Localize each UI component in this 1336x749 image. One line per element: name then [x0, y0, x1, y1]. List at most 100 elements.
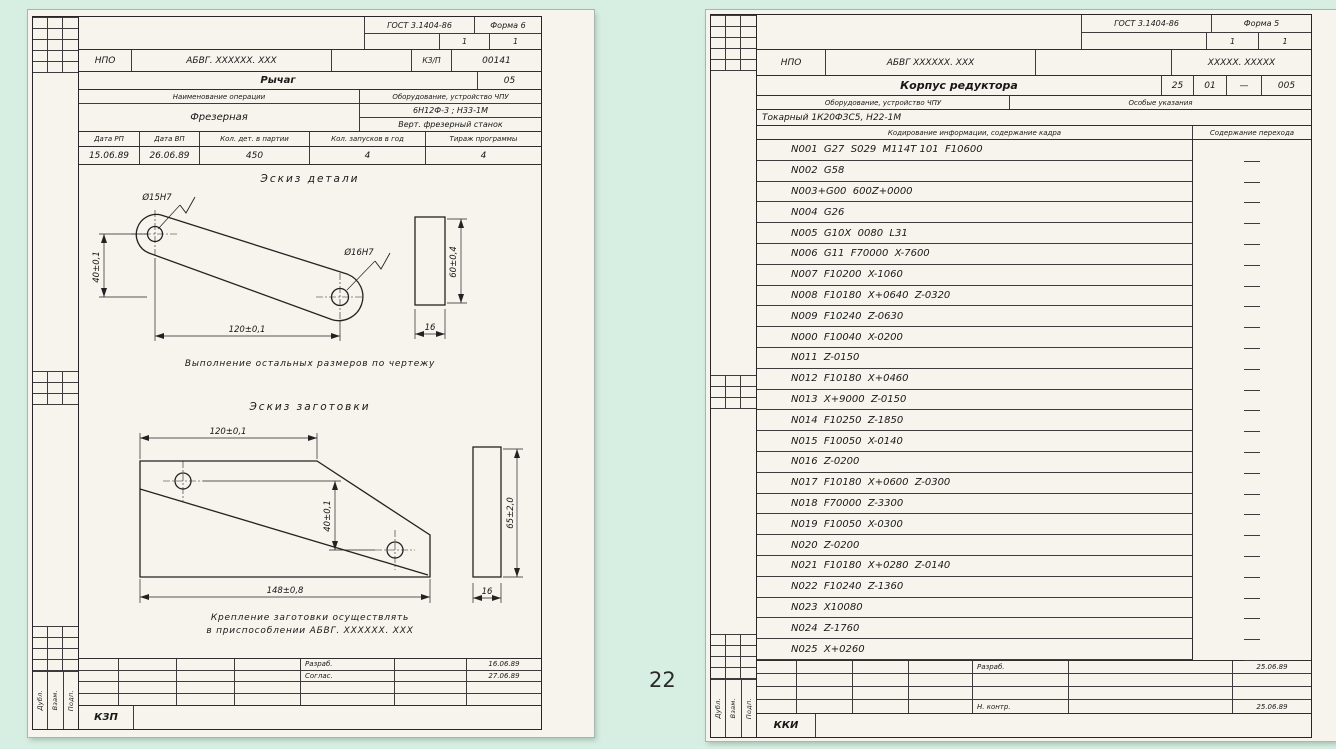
org-name: НПО — [94, 55, 116, 66]
program-line-text: N015 F10050 X-0140 — [757, 431, 1192, 452]
operation-number: 05 — [477, 72, 541, 89]
part-sketch-title: Эскиз детали — [260, 173, 360, 185]
transition-cell — [1192, 223, 1311, 245]
col-header-data-rp: Дата РП — [94, 135, 124, 143]
program-line-text: N001 G27 S029 M114T 101 F10600 — [757, 140, 1192, 161]
signature-date-2: 25.06.89 — [1256, 702, 1288, 711]
col-header-batch-qty: Кол. дет. в партии — [199, 132, 309, 146]
program-line-text: N025 X+0260 — [757, 639, 1192, 660]
batch-value-row: 15.06.89 26.06.89 450 4 4 — [79, 147, 541, 165]
transition-cell — [1192, 264, 1311, 287]
margin-grid-top — [33, 17, 78, 73]
equipment-value: Токарный 1К20ФЗС5, Н22-1М — [762, 112, 902, 123]
transition-cell — [1192, 181, 1311, 204]
program-row: N008 F10180 X+0640 Z-0320 — [757, 285, 1311, 308]
form-frame: Дубл. Взам. Подп. ГОСТ 3.1404-86 Форма 6… — [32, 16, 542, 730]
document-designation: АБВГ. XXXXXX. XXX — [131, 50, 331, 71]
program-line-text: N019 F10050 X-0300 — [757, 514, 1192, 536]
transition-cell — [1192, 576, 1311, 599]
program-line-text: N012 F10180 X+0460 — [757, 369, 1192, 390]
program-row: N021 F10180 X+0280 Z-0140 — [757, 555, 1311, 578]
dimensions-note: Выполнение остальных размеров по чертежу — [184, 359, 436, 369]
transition-cell — [1192, 285, 1311, 308]
program-line-text: N005 G10X 0080 L31 — [757, 223, 1192, 244]
margin-label-podp: Подп. — [66, 689, 75, 712]
dim-side-height: 60±0,4 — [449, 246, 459, 277]
roughness-icon — [179, 196, 391, 270]
coding-header-row: Кодирование информации, содержание кадра… — [757, 126, 1311, 140]
op-cell-1: 25 — [1161, 76, 1193, 95]
cnc-program-card-form5: Дубл. Взам. Подп. ГОСТ 3.1404-86 Форма 5… — [706, 10, 1336, 741]
transition-cell — [1192, 368, 1311, 391]
program-line-text: N003+G00 600Z+0000 — [757, 182, 1192, 203]
signature-date-1: 16.06.89 — [488, 660, 520, 669]
program-row: N003+G00 600Z+0000 — [757, 181, 1311, 204]
binding-margin: Дубл. Взам. Подп. — [33, 17, 79, 729]
transition-cell — [1192, 160, 1311, 183]
dimension-lines — [139, 433, 523, 603]
signature-date-1: 25.06.89 — [1256, 663, 1288, 671]
blank-outline — [139, 446, 502, 578]
program-line-text: N002 G58 — [757, 161, 1192, 182]
program-row: N007 F10200 X-1060 — [757, 264, 1311, 287]
program-row: N002 G58 — [757, 160, 1311, 183]
margin-grid-top — [711, 15, 756, 71]
transition-cell — [1192, 555, 1311, 578]
margin-label-podp: Подп. — [744, 697, 753, 720]
dim-height: 40±0,1 — [323, 500, 333, 531]
margin-labels: Дубл. Взам. Подп. — [711, 679, 756, 737]
transition-cell — [1192, 347, 1311, 370]
program-row: N009 F10240 Z-0630 — [757, 306, 1311, 328]
program-row: N015 F10050 X-0140 — [757, 431, 1311, 453]
margin-grid-bottom — [33, 626, 78, 671]
program-row: N016 Z-0200 — [757, 451, 1311, 474]
program-row: N013 X+9000 Z-0150 — [757, 389, 1311, 412]
designation-row: НПО АБВГ XXXXXX. XXX XXXXX. XXXXX — [757, 50, 1311, 76]
sketch-area: Эскиз детали — [79, 165, 541, 658]
value-data-vp: 26.06.89 — [139, 147, 199, 164]
program-row: N018 F70000 Z-3300 — [757, 493, 1311, 516]
program-line-text: N008 F10180 X+0640 Z-0320 — [757, 286, 1192, 307]
transition-cell — [1192, 472, 1311, 495]
value-data-rp: 15.06.89 — [88, 150, 130, 161]
signature-role-2: Соглас. — [301, 670, 395, 681]
margin-grid-mid — [33, 371, 78, 406]
part-sketch: Ø15Н7 Ø16Н7 40±0,1 120±0,1 60±0,4 16 — [92, 192, 467, 341]
program-row: N011 Z-0150 — [757, 347, 1311, 370]
equipment-type: Верт. фрезерный станок — [398, 120, 503, 129]
program-row: N019 F10050 X-0300 — [757, 514, 1311, 536]
equipment-label: Оборудование, устройство ЧПУ — [360, 90, 541, 104]
dim-side-width: 16 — [425, 323, 436, 333]
program-row: N004 G26 — [757, 202, 1311, 224]
program-line-text: N016 Z-0200 — [757, 452, 1192, 473]
program-line-text: N013 X+9000 Z-0150 — [757, 390, 1192, 411]
card-code: ККИ — [773, 720, 799, 731]
program-line-text: N022 F10240 Z-1360 — [757, 577, 1192, 598]
transition-cell — [1192, 140, 1311, 162]
program-line-text: N024 Z-1760 — [757, 618, 1192, 640]
dim-side-height: 65±2,0 — [506, 497, 516, 528]
transition-cell — [1192, 431, 1311, 453]
program-row: N001 G27 S029 M114T 101 F10600 — [757, 140, 1311, 162]
dim-side-width: 16 — [482, 587, 493, 597]
operation-row: Наименование операции Фрезерная Оборудов… — [79, 90, 541, 132]
value-program-copies: 4 — [425, 147, 541, 164]
designation-row: НПО АБВГ. XXXXXX. XXX КЗ/П 00141 — [79, 50, 541, 72]
center-lines — [163, 461, 415, 570]
transition-cell — [1192, 306, 1311, 328]
program-row: N012 F10180 X+0460 — [757, 368, 1311, 391]
dim-hole1: Ø15Н7 — [141, 192, 172, 203]
margin-label-dubl: Дубл. — [714, 698, 723, 719]
program-row: N020 Z-0200 — [757, 535, 1311, 557]
form-main: ГОСТ 3.1404-86 Форма 6 1 1 НПО АБВГ. XXX… — [79, 17, 541, 729]
title-row: ГОСТ 3.1404-86 Форма 6 1 1 — [79, 17, 541, 50]
operation-name: Фрезерная — [190, 112, 248, 123]
program-line-text: N011 Z-0150 — [757, 348, 1192, 369]
dimension-lines — [99, 204, 467, 341]
form-main: ГОСТ 3.1404-86 Форма 5 1 1 НПО АБВГ XXXX… — [757, 15, 1311, 737]
program-line-text: N023 X10080 — [757, 598, 1192, 619]
sheet-number: 1 — [1206, 33, 1258, 49]
program-row: N024 Z-1760 — [757, 618, 1311, 640]
part-name: Корпус редуктора — [900, 79, 1018, 92]
transition-cell — [1192, 451, 1311, 474]
